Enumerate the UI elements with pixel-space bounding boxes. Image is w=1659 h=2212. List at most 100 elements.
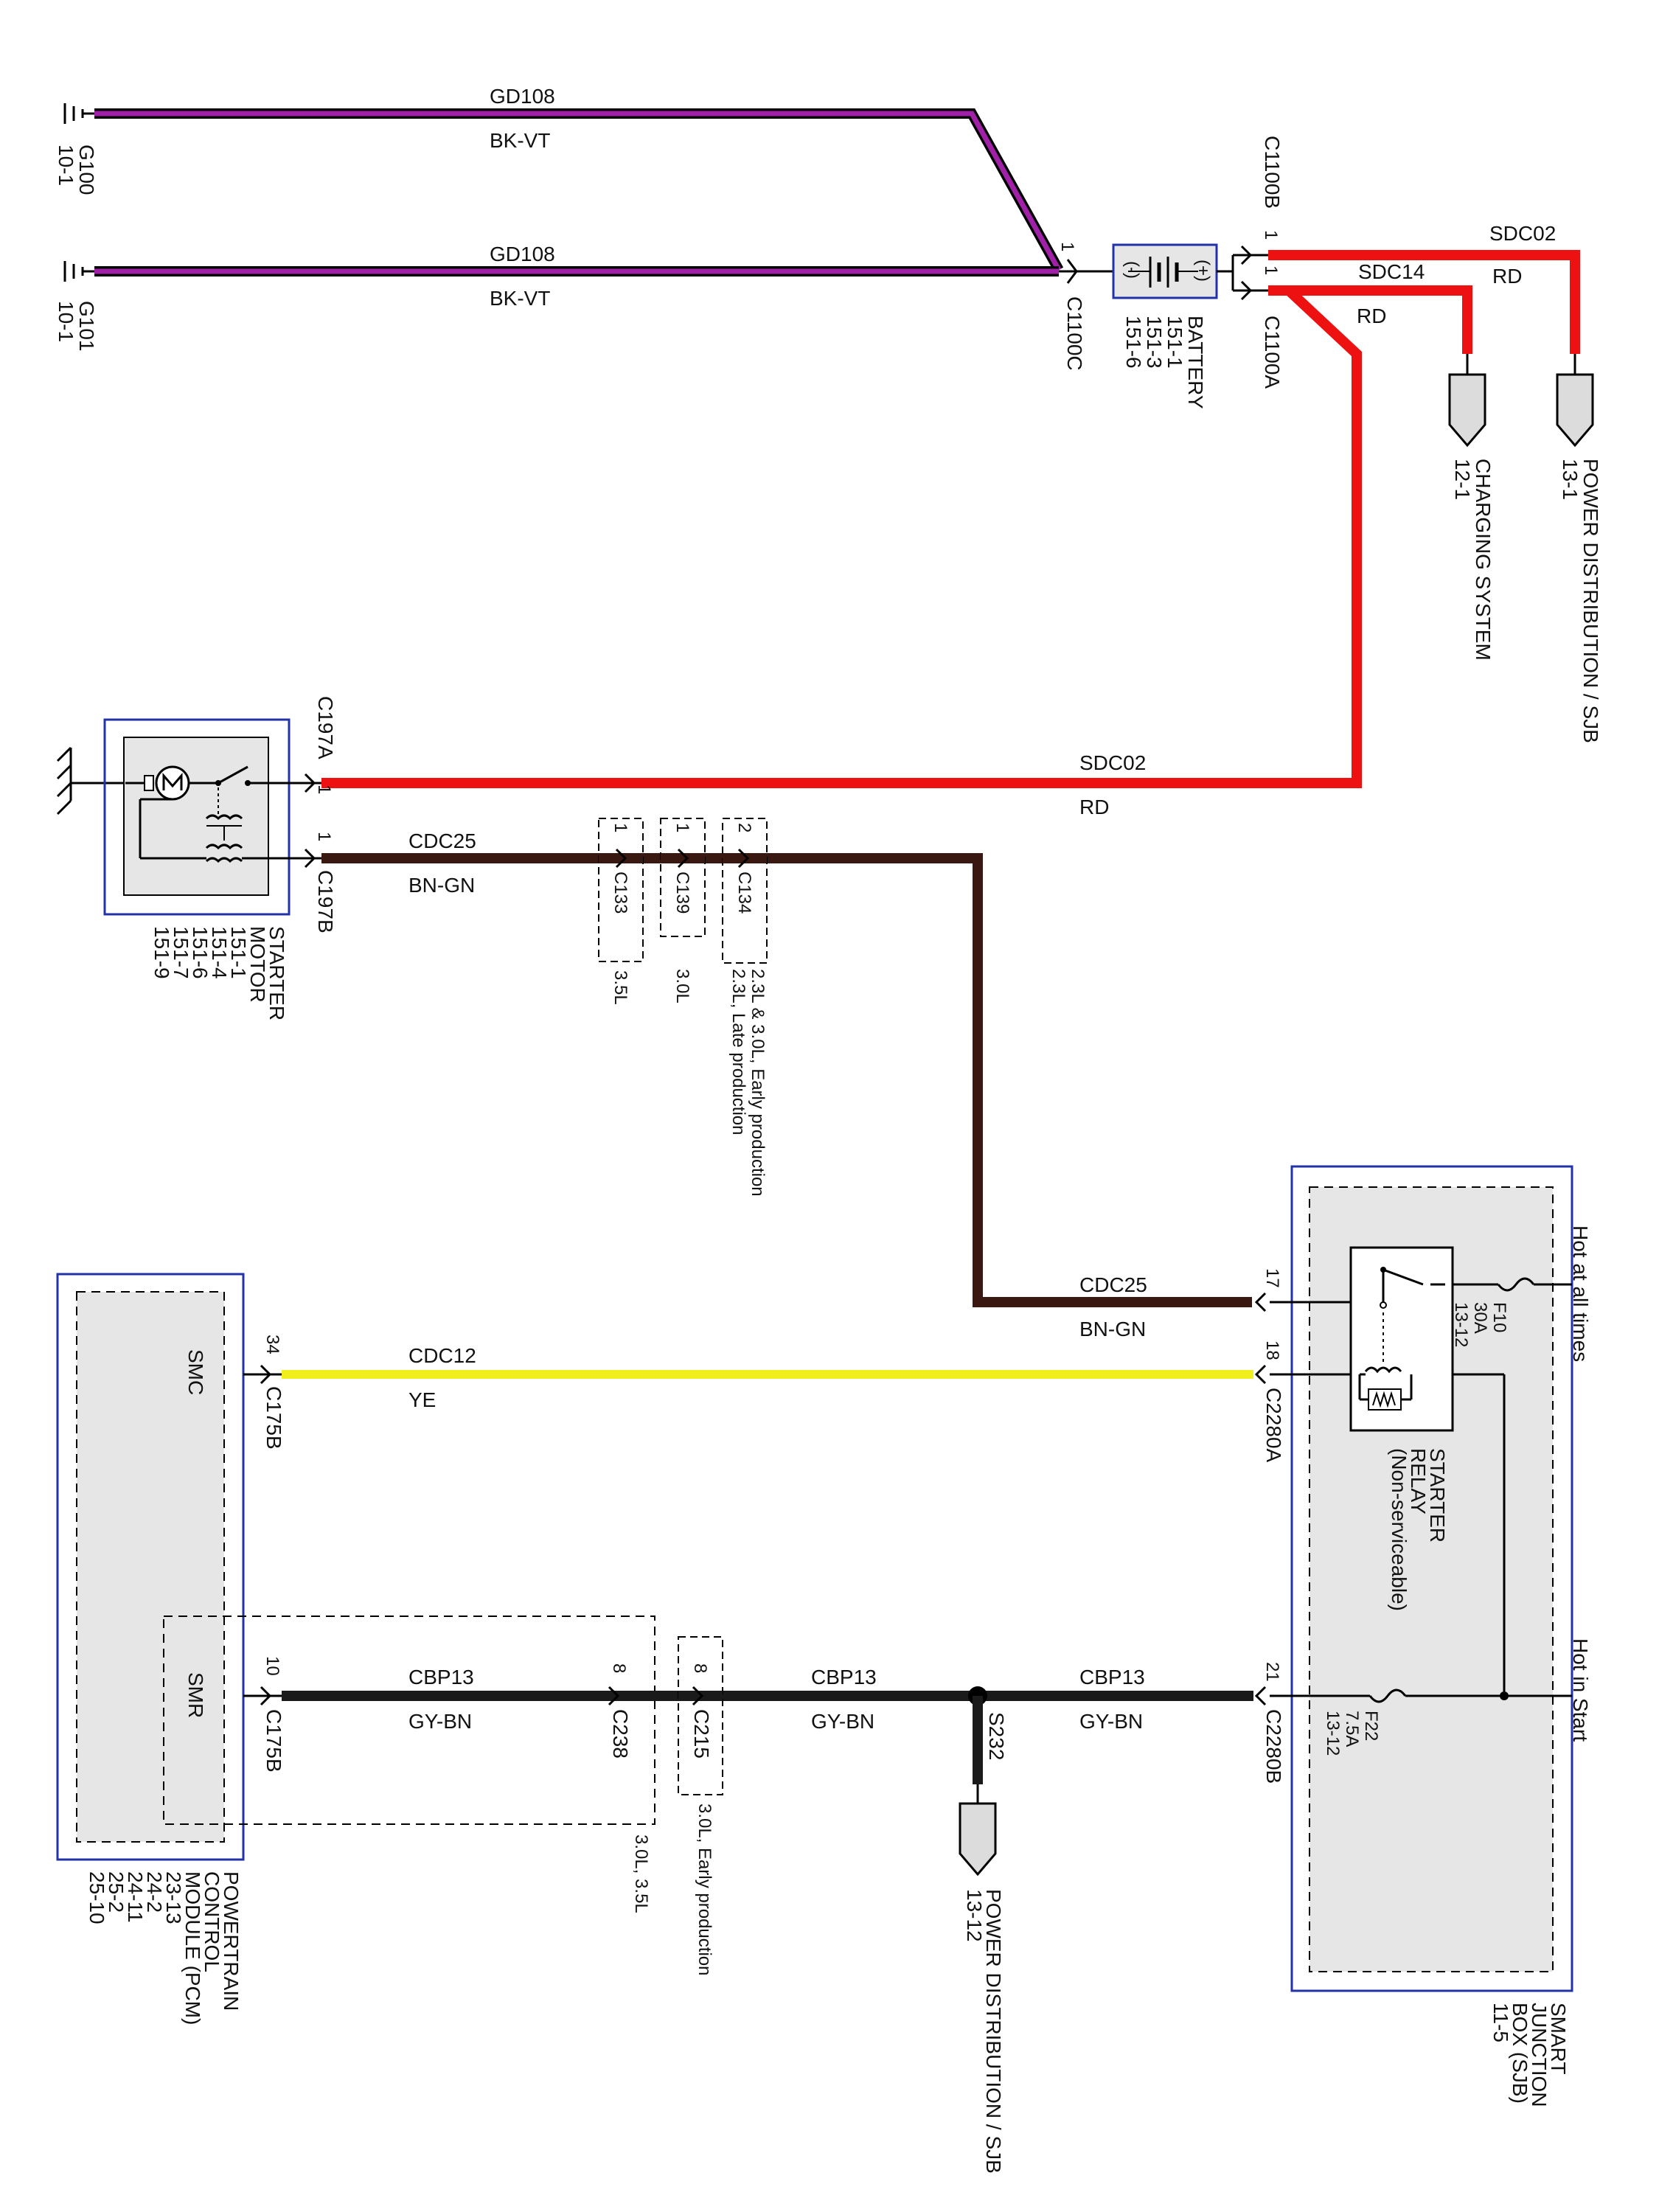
wire-sdc14 [1268, 285, 1472, 354]
pcm-pin-10: 10 [262, 1656, 282, 1676]
sjb-title-2: JUNCTION [1528, 2003, 1551, 2107]
pcm-ref-5: 25-10 [86, 1871, 108, 1924]
wire-cbp13-sjb-circuit: CBP13 [1079, 1666, 1145, 1688]
wire-cdc12-circuit: CDC12 [408, 1344, 476, 1367]
sjb-pin-17: 17 [1262, 1268, 1282, 1288]
destination-arrow-charging [1448, 373, 1486, 448]
destination-arrow-power-dist-top [1556, 373, 1594, 448]
inline-connector-c134-note: 2.3L & 3.0L, Early production [748, 969, 768, 1197]
pcm-ref-1: 23-13 [162, 1871, 185, 1924]
destination-charging-title: CHARGING SYSTEM [1472, 459, 1495, 661]
sjb-pin-21: 21 [1262, 1662, 1282, 1682]
pcm-title-1: POWERTRAIN [220, 1871, 243, 2011]
chassis-ground-icon [56, 746, 125, 815]
pcm-smc-label: SMC [184, 1349, 207, 1395]
connector-c197b-pin: 1 [314, 832, 334, 841]
pcm-title-3: MODULE (PCM) [181, 1871, 204, 2025]
sjb-internal-wiring [1270, 1277, 1572, 1703]
sjb-connector-c2280b: C2280B [1262, 1709, 1285, 1784]
ground-g100-label: G100 [75, 145, 98, 195]
battery-neg-connector-label: C1100C [1063, 296, 1086, 371]
connector-c238-name: C238 [609, 1709, 632, 1759]
wire-sdc14-color: RD [1357, 305, 1386, 327]
inline-connector-c134-note2: 2.3L, Late production [728, 969, 748, 1135]
ground-g101 [63, 261, 94, 282]
connector-c197a-pin: 1 [314, 785, 334, 794]
wire-gd108-top-circuit: GD108 [490, 85, 555, 108]
pcm-ref-4: 25-2 [105, 1871, 128, 1913]
pcm-connector-c175b-bottom: C175B [262, 1709, 285, 1773]
wire-cdc25-starter-color: BN-GN [408, 874, 475, 897]
fuse-f10-name: F10 [1489, 1302, 1509, 1332]
c238-group-dashed-box [163, 1615, 655, 1825]
wire-cbp13-mid-color: GY-BN [811, 1710, 874, 1733]
sjb-hot-at-all-times: Hot at all times [1569, 1225, 1592, 1362]
battery-cells-icon [1128, 257, 1198, 288]
wire-sdc02-long-circuit: SDC02 [1079, 751, 1146, 774]
starter-relay-note: (Non-serviceable) [1388, 1448, 1411, 1611]
connector-c238-note: 3.0L, 3.5L [631, 1834, 651, 1913]
wire-sdc02-long [321, 285, 1362, 788]
sjb-title-1: SMART [1547, 2003, 1570, 2075]
starter-motor-outer-box [103, 718, 291, 916]
battery-ref-1: 151-1 [1164, 316, 1186, 369]
fuse-f22-rating: 7.5A [1342, 1711, 1362, 1747]
wire-cbp13-pcm-circuit: CBP13 [408, 1666, 474, 1688]
inline-connector-c133-pin: 1 [611, 823, 630, 832]
battery-negative-connector [1059, 259, 1113, 284]
ground-g100-ref: 10-1 [55, 145, 77, 186]
sjb-connector-c2280a: C2280A [1262, 1388, 1285, 1463]
splice-s232-label: S232 [985, 1712, 1008, 1760]
wire-gd108-top [94, 108, 1064, 273]
sjb-outer-box [1290, 1165, 1573, 1992]
wire-sdc02-top-circuit: SDC02 [1489, 222, 1556, 245]
connector-c238 [608, 1686, 620, 1706]
battery-plus-symbol: (+) [1193, 260, 1213, 282]
fuse-f10-rating: 30A [1470, 1302, 1490, 1334]
starter-relay-title-1: STARTER [1426, 1448, 1449, 1543]
wire-cdc25-sjb-circuit: CDC25 [1079, 1273, 1147, 1296]
connector-c215-name: C215 [690, 1709, 713, 1759]
wire-cbp13-sjb-color: GY-BN [1079, 1710, 1143, 1733]
connector-c238-pin: 8 [609, 1663, 629, 1673]
pcm-pin-34: 34 [262, 1335, 282, 1354]
starter-relay-title-2: RELAY [1407, 1448, 1430, 1514]
inline-connector-c139 [660, 818, 706, 937]
starter-motor-inner-box [123, 737, 269, 896]
ground-g100 [63, 103, 94, 124]
connector-c197b-label: C197B [314, 870, 337, 933]
wire-cdc25-sjb-color: BN-GN [1079, 1318, 1146, 1340]
wire-gd108-bottom-circuit: GD108 [490, 243, 555, 265]
connector-c1100a-pin: 1 [1261, 265, 1281, 275]
destination-charging-ref: 12-1 [1451, 459, 1474, 500]
inline-connector-c134-name: C134 [734, 872, 754, 914]
starter-motor-ref-1: 151-1 [227, 926, 250, 979]
wire-sdc02-top-color: RD [1492, 265, 1522, 288]
fuse-f10-ref: 13-12 [1451, 1302, 1471, 1347]
inline-connector-c133-name: C133 [611, 872, 630, 914]
wire-sdc02-long-color: RD [1079, 796, 1109, 818]
battery-ref-3: 151-6 [1122, 316, 1145, 369]
connector-c1100b-label: C1100B [1261, 136, 1284, 209]
sjb-hot-in-start: Hot in Start [1569, 1638, 1592, 1742]
pcm-outer-box [56, 1273, 245, 1861]
battery-neg-pin: 1 [1057, 242, 1077, 251]
destination-arrow-power-dist-bottom [959, 1802, 997, 1877]
fuse-f22-ref: 13-12 [1323, 1711, 1343, 1756]
starter-motor-title-2: MOTOR [246, 926, 269, 1003]
connector-c215-box [678, 1636, 723, 1795]
wire-cdc12-color: YE [408, 1388, 436, 1411]
starter-motor-ref-3: 151-6 [189, 926, 212, 979]
wire-sdc14-circuit: SDC14 [1358, 260, 1425, 283]
connector-c197a-label: C197A [314, 696, 337, 759]
destination-power-dist-top-ref: 13-1 [1559, 459, 1582, 500]
fuse-f22-name: F22 [1361, 1711, 1381, 1741]
pcm-smr-label: SMR [184, 1672, 207, 1718]
inline-connector-c134-pin: 2 [734, 823, 754, 832]
wire-gd108-top-color: BK-VT [490, 129, 550, 152]
destination-power-dist-bottom-title: POWER DISTRIBUTION / SJB [982, 1889, 1005, 2174]
pcm-title-2: CONTROL [201, 1871, 223, 1972]
wire-sdc02-top [1268, 250, 1580, 354]
starter-motor-ref-4: 151-7 [170, 926, 192, 979]
